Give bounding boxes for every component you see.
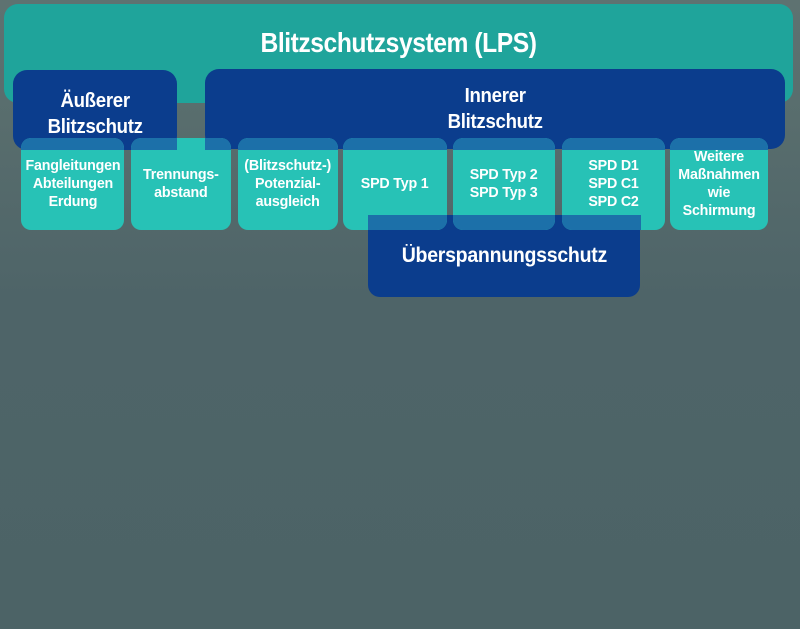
node-label-line: Äußerer	[60, 90, 130, 112]
node-label-line: SPD Typ 1	[361, 175, 429, 192]
node-label-line: Trennungs-	[143, 166, 219, 183]
node-label-line: SPD Typ 2	[470, 166, 538, 183]
node-label: Trennungs- abstand	[143, 166, 219, 202]
node-label-line: SPD C2	[588, 193, 639, 210]
node-label: SPD Typ 1	[361, 175, 429, 193]
overlap-shade	[368, 215, 447, 230]
node-spd-typ-1: SPD Typ 1	[343, 138, 447, 230]
node-label-line: Weitere	[694, 148, 744, 165]
node-label: SPD D1 SPD C1 SPD C2	[588, 157, 639, 211]
node-weitere-massnahmen: Weitere Maßnahmen wie Schirmung	[670, 138, 768, 230]
node-label: Innerer Blitzschutz	[447, 83, 542, 135]
node-label-line: (Blitzschutz-)	[244, 157, 332, 174]
node-label-line: Abteilungen	[32, 175, 113, 192]
overlap-shade	[453, 215, 555, 230]
node-label-line: SPD D1	[588, 157, 639, 174]
node-label: Überspannungsschutz	[401, 244, 606, 268]
node-trennungsabstand: Trennungs- abstand	[131, 138, 231, 230]
overlap-shade	[238, 138, 338, 150]
node-label-line: abstand	[154, 184, 208, 201]
diagram-title: Blitzschutzsystem (LPS)	[260, 27, 537, 58]
node-label-line: Blitzschutz	[447, 111, 543, 133]
node-label-line: Potenzial-	[255, 175, 321, 192]
node-label-line: wie Schirmung	[682, 184, 756, 219]
node-label-line: Maßnahmen	[678, 166, 760, 183]
node-label-line: ausgleich	[255, 193, 321, 210]
node-fangleitungen-abteilungen-erdung: Fangleitungen Abteilungen Erdung	[21, 138, 124, 230]
overlap-shade	[205, 138, 231, 150]
node-label: Äußerer Blitzschutz	[47, 88, 142, 140]
node-aeusserer-blitzschutz: Äußerer Blitzschutz	[13, 70, 177, 150]
node-label: Fangleitungen Abteilungen Erdung	[25, 157, 120, 211]
node-label-line: SPD C1	[588, 175, 639, 192]
overlap-shade	[453, 138, 555, 150]
node-label: (Blitzschutz-) Potenzial- ausgleich	[245, 157, 332, 211]
overlap-shade	[562, 215, 641, 230]
node-blitzschutz-potenzialausgleich: (Blitzschutz-) Potenzial- ausgleich	[238, 138, 338, 230]
overlap-shade	[343, 138, 447, 150]
node-label-line: Fangleitungen	[25, 157, 120, 174]
node-label: Weitere Maßnahmen wie Schirmung	[672, 148, 765, 220]
node-spd-typ-2-3: SPD Typ 2 SPD Typ 3	[453, 138, 555, 230]
overlap-shade	[670, 138, 768, 150]
node-label: SPD Typ 2 SPD Typ 3	[470, 166, 538, 202]
node-label-line: SPD Typ 3	[470, 184, 538, 201]
node-innerer-blitzschutz: Innerer Blitzschutz	[205, 69, 785, 149]
overlap-shade	[562, 138, 665, 150]
node-label-line: Überspannungsschutz	[401, 244, 607, 267]
node-label-line: Erdung	[48, 193, 97, 210]
overlap-shade	[131, 138, 177, 150]
node-label-line: Blitzschutz	[47, 116, 143, 138]
overlap-shade	[21, 138, 124, 150]
node-spd-d1-c1-c2: SPD D1 SPD C1 SPD C2	[562, 138, 665, 230]
node-label-line: Innerer	[464, 85, 526, 107]
